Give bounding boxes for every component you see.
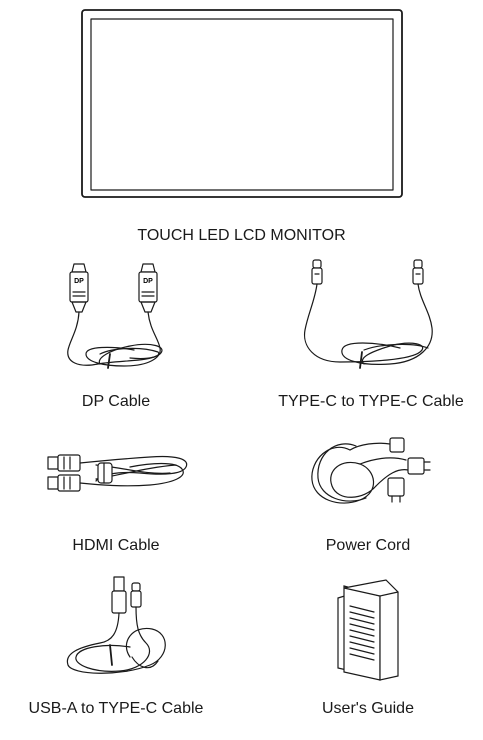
power-cord-icon xyxy=(311,437,431,504)
usb-a-cable-icon xyxy=(66,576,166,674)
users-guide-label: User's Guide xyxy=(322,700,414,717)
dp-cable-label: DP Cable xyxy=(81,393,151,410)
hdmi-cable-icon xyxy=(47,454,188,492)
dp-label-left: DP xyxy=(74,278,84,285)
dp-label-right: DP xyxy=(143,278,153,285)
typec-cable-label: TYPE-C to TYPE-C Cable xyxy=(278,393,464,410)
usb-c-cable-icon xyxy=(303,259,433,369)
usba-cable-label: USB-A to TYPE-C Cable xyxy=(28,700,204,717)
booklet-icon xyxy=(337,579,399,681)
monitor-label: TOUCH LED LCD MONITOR xyxy=(137,227,346,244)
hdmi-cable-label: HDMI Cable xyxy=(72,537,160,554)
power-cord-label: Power Cord xyxy=(325,537,411,554)
monitor-icon xyxy=(81,9,403,198)
dp-cable-icon: DP DP xyxy=(67,263,163,369)
